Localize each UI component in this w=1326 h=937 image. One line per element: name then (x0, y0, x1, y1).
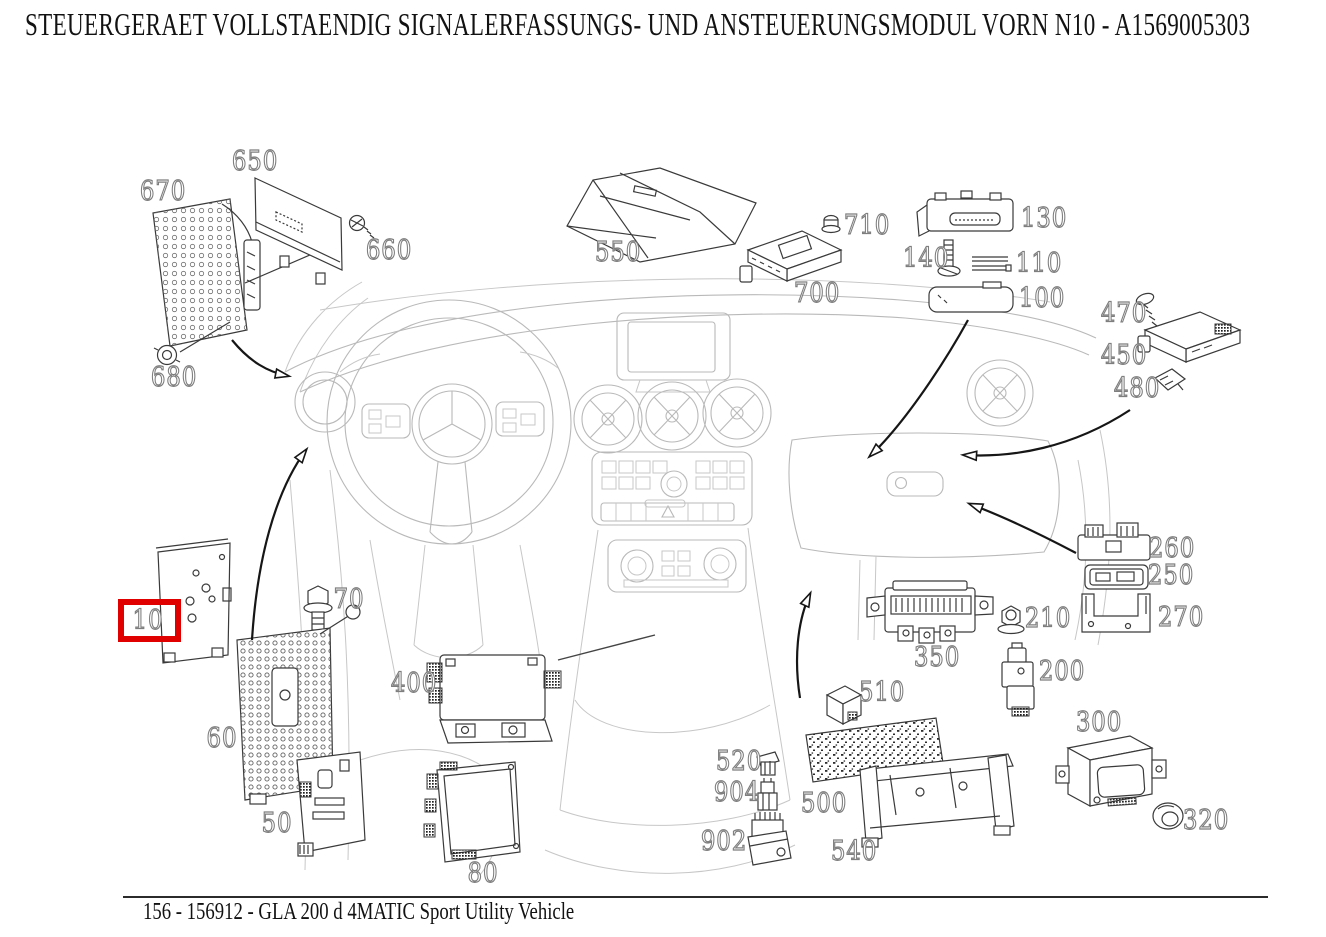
part-drawing-710 (821, 214, 841, 234)
part-drawing-70 (303, 585, 333, 641)
part-label-60[interactable]: 60 (206, 722, 238, 754)
part-label-100[interactable]: 100 (1018, 282, 1065, 314)
part-drawing-650 (254, 177, 343, 285)
part-label-710[interactable]: 710 (843, 209, 890, 241)
part-drawing-270 (1081, 593, 1151, 633)
part-label-50[interactable]: 50 (261, 807, 293, 839)
part-drawing-110 (972, 256, 1012, 272)
part-label-670[interactable]: 670 (139, 175, 186, 207)
part-drawing-400 (426, 654, 562, 744)
part-label-110[interactable]: 110 (1015, 247, 1062, 279)
highlight-layer (118, 599, 181, 642)
direction-arrow (250, 450, 306, 641)
part-label-210[interactable]: 210 (1024, 602, 1071, 634)
part-label-270[interactable]: 270 (1157, 601, 1204, 633)
leader-line (557, 634, 656, 661)
part-label-520[interactable]: 520 (715, 745, 762, 777)
part-drawing-680 (153, 344, 181, 366)
part-drawing-670 (152, 198, 341, 353)
part-label-510[interactable]: 510 (858, 676, 905, 708)
part-label-400[interactable]: 400 (390, 667, 437, 699)
part-label-80[interactable]: 80 (467, 857, 499, 889)
part-drawing-510 (825, 685, 863, 726)
part-drawing-550 (566, 167, 757, 263)
footer-divider (123, 896, 1268, 898)
part-label-70[interactable]: 70 (333, 583, 365, 615)
part-label-450[interactable]: 450 (1100, 339, 1147, 371)
part-label-904[interactable]: 904 (713, 776, 760, 808)
part-label-140[interactable]: 140 (902, 242, 949, 274)
part-label-650[interactable]: 650 (231, 145, 278, 177)
part-drawing-470 (1135, 292, 1158, 327)
part-drawing-700 (739, 230, 843, 283)
part-drawing-540 (859, 753, 1015, 848)
part-drawing-660 (348, 214, 378, 243)
direction-arrow (970, 504, 1077, 554)
part-label-480[interactable]: 480 (1113, 372, 1160, 404)
part-label-200[interactable]: 200 (1038, 655, 1085, 687)
part-label-10[interactable]: 10 (132, 604, 164, 636)
part-drawing-450 (1137, 311, 1242, 363)
direction-arrow (795, 594, 810, 699)
part-label-550[interactable]: 550 (594, 236, 641, 268)
part-drawing-200 (1001, 642, 1035, 717)
part-drawing-60 (236, 604, 361, 805)
pointer-arrows (231, 319, 1131, 699)
part-label-902[interactable]: 902 (700, 825, 747, 857)
part-drawing-350 (866, 580, 994, 644)
part-drawing-904 (757, 778, 778, 811)
part-label-660[interactable]: 660 (365, 234, 412, 266)
part-label-700[interactable]: 700 (793, 277, 840, 309)
part-label-320[interactable]: 320 (1182, 804, 1229, 836)
direction-arrow (870, 319, 969, 456)
part-drawing-100 (928, 281, 1014, 313)
part-drawing-902 (747, 812, 792, 866)
part-drawing-320 (1152, 802, 1184, 830)
part-label-130[interactable]: 130 (1020, 202, 1067, 234)
footer-caption: 156 - 156912 - GLA 200 d 4MATIC Sport Ut… (143, 899, 575, 925)
part-drawing-260 (1077, 522, 1151, 561)
part-drawing-480 (1153, 368, 1187, 391)
part-drawing-210 (997, 605, 1025, 635)
page-title: STEUERGERAET VOLLSTAENDIG SIGNALERFASSUN… (25, 6, 1251, 42)
part-drawings (152, 167, 1242, 866)
part-drawing-300 (1055, 735, 1167, 808)
dashboard-line-art (284, 278, 1111, 876)
direction-arrow (964, 409, 1131, 455)
part-label-250[interactable]: 250 (1147, 559, 1194, 591)
part-drawing-50 (296, 751, 366, 857)
part-drawing-250 (1084, 564, 1149, 590)
part-label-470[interactable]: 470 (1100, 297, 1147, 329)
part-label-540[interactable]: 540 (830, 835, 877, 867)
part-label-680[interactable]: 680 (150, 361, 197, 393)
part-label-500[interactable]: 500 (800, 787, 847, 819)
part-drawing-130 (916, 190, 1014, 237)
part-drawing-140 (937, 239, 961, 277)
part-label-300[interactable]: 300 (1075, 706, 1122, 738)
part-drawing-520 (756, 751, 780, 776)
direction-arrow (231, 339, 288, 376)
part-label-260[interactable]: 260 (1148, 532, 1195, 564)
part-drawing-80 (423, 761, 521, 863)
part-label-350[interactable]: 350 (913, 641, 960, 673)
highlight-box-part-10 (118, 599, 181, 642)
